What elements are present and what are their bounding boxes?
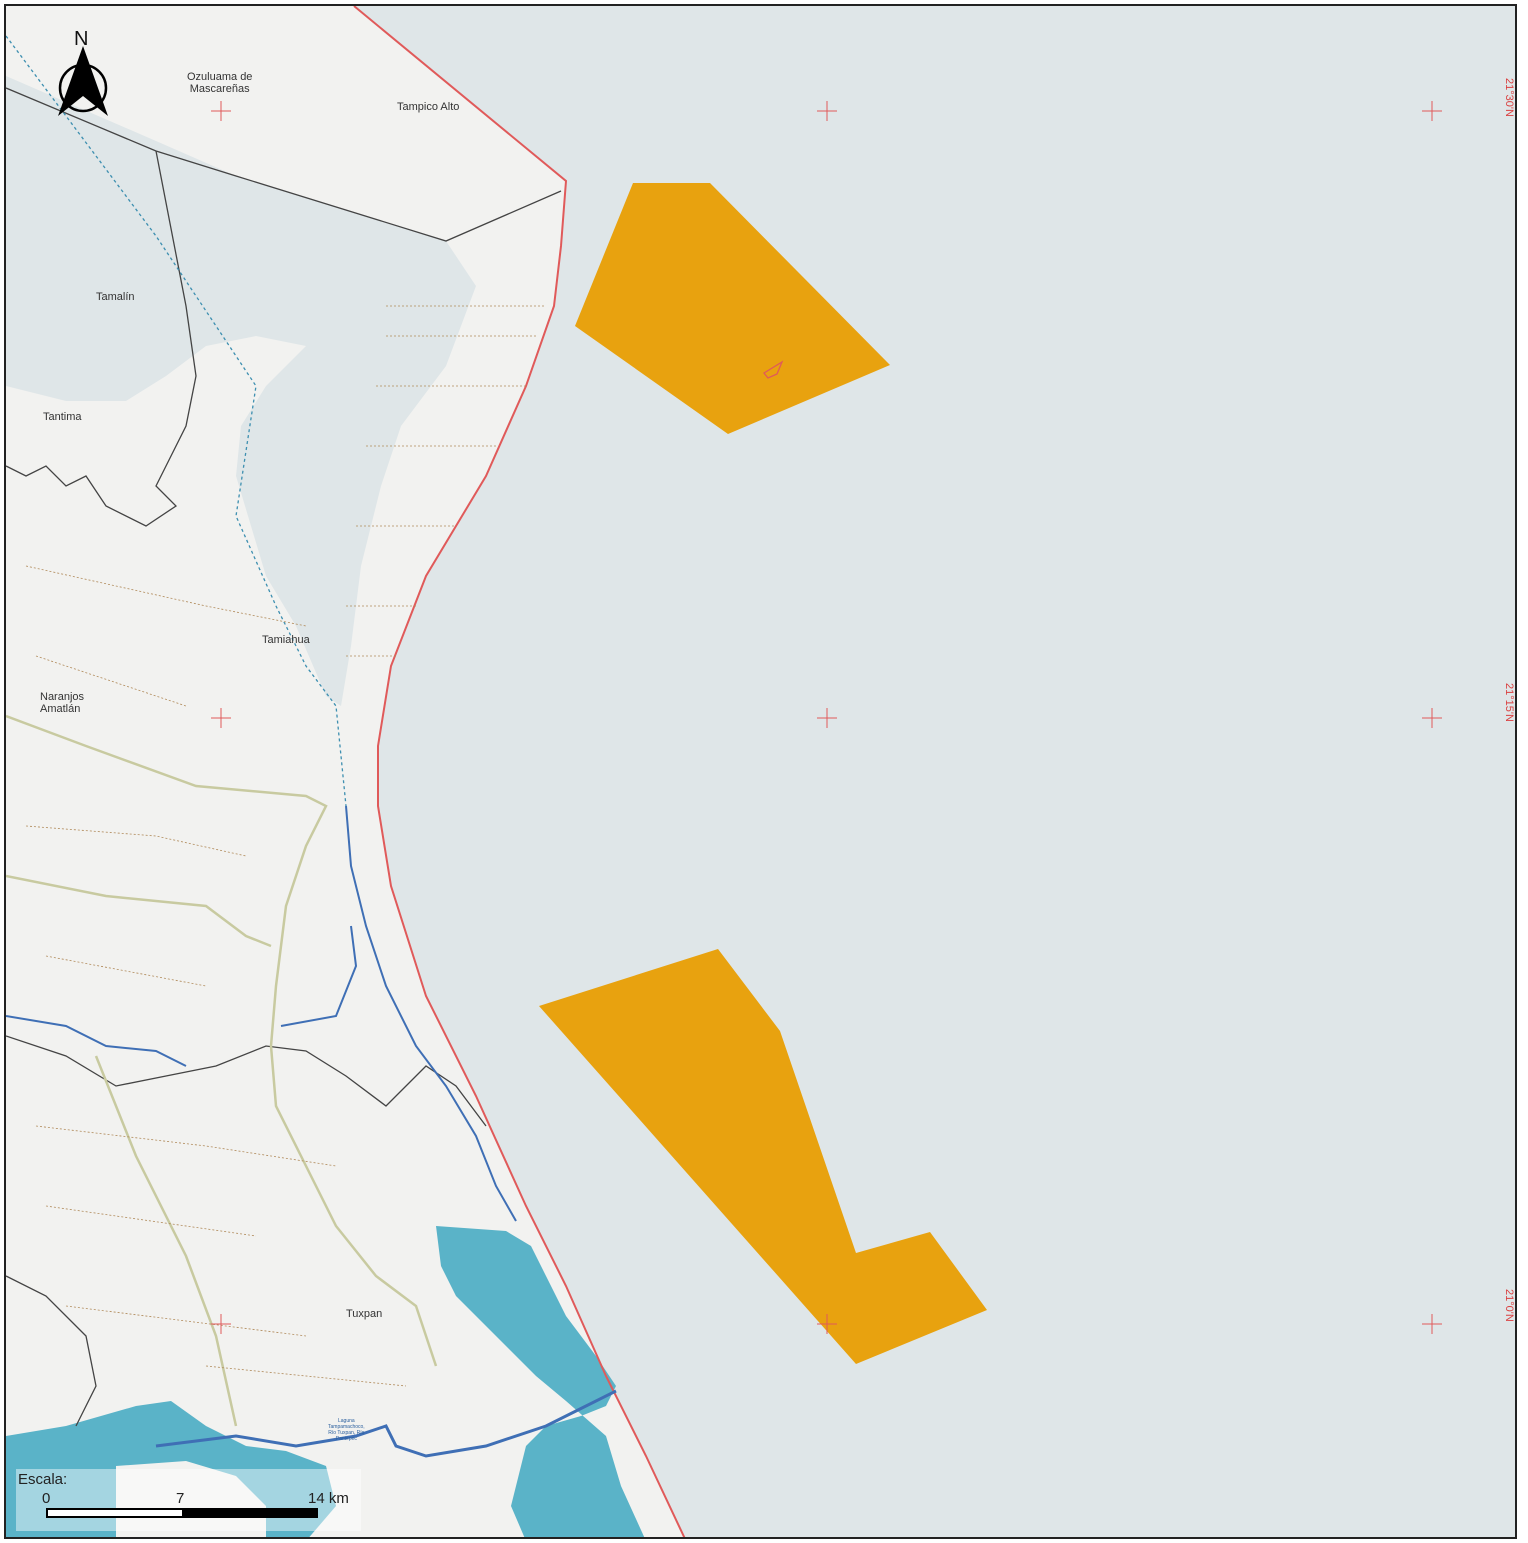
place-label-tamiahua: Tamiahua bbox=[262, 634, 310, 646]
north-letter: N bbox=[74, 28, 89, 50]
coord-label-bottom: 21°0'N bbox=[1503, 1289, 1515, 1322]
scale-segment-light bbox=[48, 1510, 182, 1516]
place-label-ozuluama: Ozuluama de Mascareñas bbox=[187, 71, 253, 95]
scale-tick-0: 0 bbox=[42, 1490, 51, 1507]
admin-border bbox=[6, 1035, 487, 1127]
grid-crosses bbox=[211, 101, 1442, 1334]
map-frame[interactable]: Ozuluama de Mascareñas Tampico Alto Tama… bbox=[4, 4, 1517, 1539]
place-label-tamalin: Tamalín bbox=[96, 291, 135, 303]
admin-border bbox=[6, 1275, 97, 1427]
river bbox=[155, 1389, 617, 1458]
coord-label-top: 21°30'N bbox=[1503, 78, 1515, 117]
admin-border bbox=[6, 87, 562, 242]
map-canvas[interactable] bbox=[6, 6, 1517, 1539]
place-label-tampico-alto: Tampico Alto bbox=[397, 101, 460, 113]
stream bbox=[6, 35, 347, 807]
scale-title: Escala: bbox=[18, 1471, 68, 1488]
place-label-naranjos: Naranjos Amatlán bbox=[40, 691, 85, 715]
coord-label-middle: 21°15'N bbox=[1503, 683, 1515, 722]
orange-polygon[interactable] bbox=[575, 183, 890, 434]
rural-path bbox=[346, 305, 546, 657]
road bbox=[6, 714, 438, 1367]
orange-polygon[interactable] bbox=[539, 949, 987, 1364]
scale-bar bbox=[46, 1508, 318, 1518]
river bbox=[345, 805, 517, 1222]
place-label-tuxpan: Tuxpan bbox=[346, 1308, 383, 1320]
land-mass bbox=[6, 6, 685, 1537]
river bbox=[6, 925, 358, 1067]
admin-border bbox=[6, 150, 197, 527]
north-arrow-icon bbox=[58, 46, 108, 116]
scale-tick-7: 7 bbox=[176, 1490, 185, 1507]
place-label-laguna: Laguna Tampamachoco, Río Tuxpan, Río Pan… bbox=[328, 1418, 365, 1442]
wetland-area bbox=[116, 1461, 266, 1537]
coastline bbox=[353, 6, 686, 1537]
scale-box: Escala: 0 7 14 km bbox=[16, 1469, 361, 1531]
polygon-marker bbox=[763, 360, 784, 379]
wetland-area bbox=[436, 1226, 645, 1537]
place-label-tantima: Tantima bbox=[43, 411, 82, 423]
lagoon bbox=[6, 76, 476, 706]
scale-segment-dark bbox=[182, 1510, 316, 1516]
scale-tick-14: 14 km bbox=[308, 1490, 349, 1507]
rural-path bbox=[25, 565, 407, 1387]
road bbox=[6, 874, 272, 1427]
